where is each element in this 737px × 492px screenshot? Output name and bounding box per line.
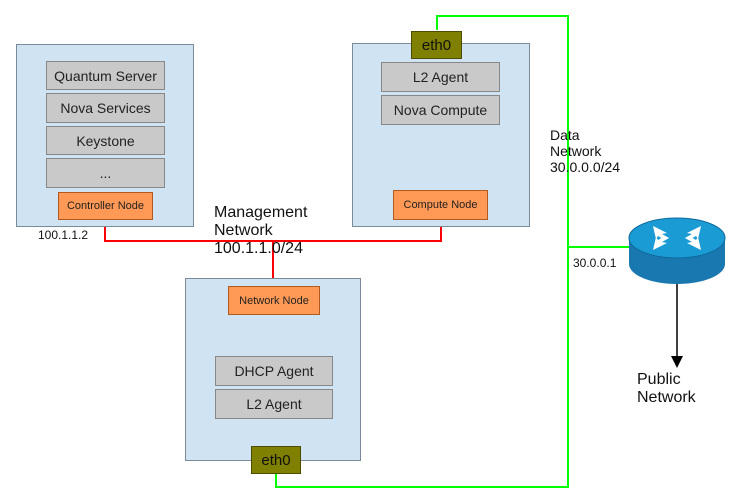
controller-ip: 100.1.1.2 [38, 228, 89, 242]
network-eth0-port: eth0 [251, 446, 301, 474]
keystone-service: Keystone [46, 126, 165, 155]
network-node-tag: Network Node [228, 286, 320, 315]
more-services: ... [46, 158, 165, 188]
public-label-line-2: Network [637, 389, 696, 406]
public-label-line-1: Public [637, 371, 681, 388]
data-label-line-1: Data [550, 127, 580, 143]
data-label-line-2: Network [550, 143, 602, 159]
compute-eth0-port: eth0 [411, 31, 462, 59]
controller-node: Quantum Server Nova Services Keystone ..… [16, 44, 194, 227]
nova-services-service: Nova Services [46, 93, 165, 123]
management-label-line-3: 100.1.1.0/24 [214, 240, 303, 257]
l2-agent-service: L2 Agent [381, 62, 500, 92]
public-network-label: Public Network [637, 371, 696, 407]
compute-node: L2 Agent Nova Compute Compute Node [352, 43, 530, 227]
compute-node-tag: Compute Node [393, 190, 488, 220]
quantum-server-service: Quantum Server [46, 61, 165, 90]
data-link [275, 15, 569, 488]
router-icon [628, 217, 726, 284]
router-ip: 30.0.0.1 [573, 256, 617, 270]
controller-node-tag: Controller Node [58, 192, 153, 220]
data-network-label: Data Network 30.0.0.0/24 [550, 127, 620, 175]
management-label-line-1: Management [214, 204, 308, 221]
network-l2-agent-service: L2 Agent [215, 389, 333, 419]
management-label-line-2: Network [214, 222, 273, 239]
network-node: Network Node DHCP Agent L2 Agent [185, 278, 361, 461]
dhcp-agent-service: DHCP Agent [215, 356, 333, 386]
nova-compute-service: Nova Compute [381, 95, 500, 125]
management-network-label: Management Network 100.1.1.0/24 [214, 204, 307, 258]
data-label-line-3: 30.0.0.0/24 [550, 159, 621, 175]
